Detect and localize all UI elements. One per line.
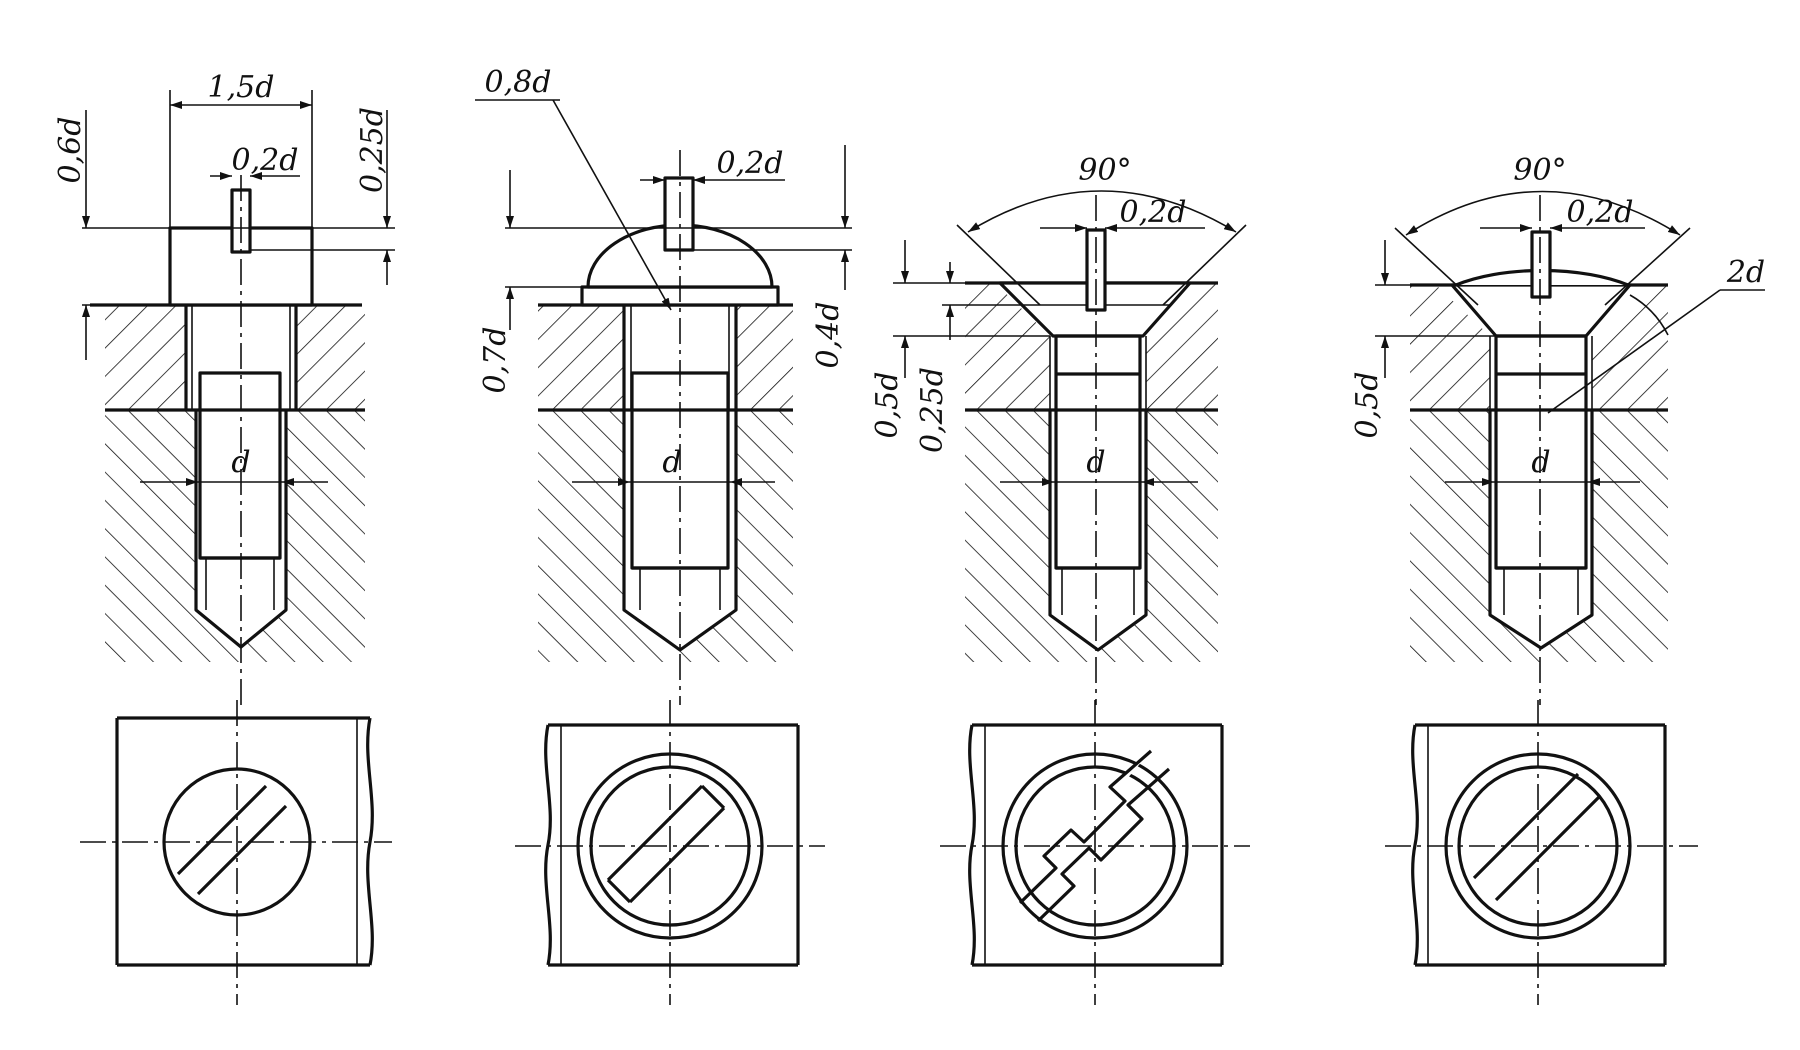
dimensions-cheese-head: 1,5d 0,2d 0,6d 0,25d d [53, 70, 395, 486]
section-countersunk [965, 195, 1218, 705]
top-view-cheese-head [80, 700, 392, 1005]
view-raised-countersunk: 90° 0,2d 2d 0,5d d [1350, 153, 1765, 1005]
view-countersunk: 90° 0,2d 0,5d 0,25d d [870, 153, 1250, 1005]
label-head-radius: 0,8d [485, 65, 552, 100]
label-head-height: 0,6d [53, 117, 88, 184]
label-diameter: d [1086, 445, 1105, 480]
label-slot-width: 0,2d [717, 146, 784, 181]
section-cheese-head [90, 175, 365, 705]
label-diameter: d [1531, 445, 1550, 480]
top-view-round-head [515, 700, 825, 1005]
label-slot-width: 0,2d [1120, 195, 1187, 230]
label-slot-depth: 0,4d [811, 302, 846, 369]
label-slot-depth: 0,25d [915, 367, 950, 453]
screw-slot [663, 176, 695, 252]
label-diameter: d [662, 445, 681, 480]
label-angle: 90° [1513, 153, 1566, 188]
dimensions-countersunk: 90° 0,2d 0,5d 0,25d d [870, 153, 1247, 486]
label-angle: 90° [1078, 153, 1131, 188]
label-head-height: 0,5d [870, 372, 905, 439]
label-slot-width: 0,2d [1567, 195, 1634, 230]
dimensions-round-head: 0,8d 0,2d 0,7d 0,4d d [475, 65, 852, 486]
top-view-raised-countersunk [1385, 700, 1698, 1005]
label-head-height: 0,7d [478, 327, 513, 394]
dimensions-raised-countersunk: 90° 0,2d 2d 0,5d d [1350, 153, 1765, 486]
label-head-height: 0,5d [1350, 372, 1385, 439]
label-slot-depth: 0,25d [355, 107, 390, 193]
view-cheese-head: 1,5d 0,2d 0,6d 0,25d d [53, 70, 395, 1005]
section-round-head [538, 150, 793, 705]
label-dome-radius: 2d [1726, 255, 1765, 290]
top-view-countersunk [940, 700, 1250, 1005]
view-round-head: 0,8d 0,2d 0,7d 0,4d d [475, 65, 852, 1005]
label-diameter: d [231, 445, 250, 480]
section-raised-countersunk [1410, 195, 1668, 705]
label-slot-width: 0,2d [232, 143, 299, 178]
screw-slot [1530, 230, 1552, 299]
label-head-width: 1,5d [208, 70, 275, 105]
